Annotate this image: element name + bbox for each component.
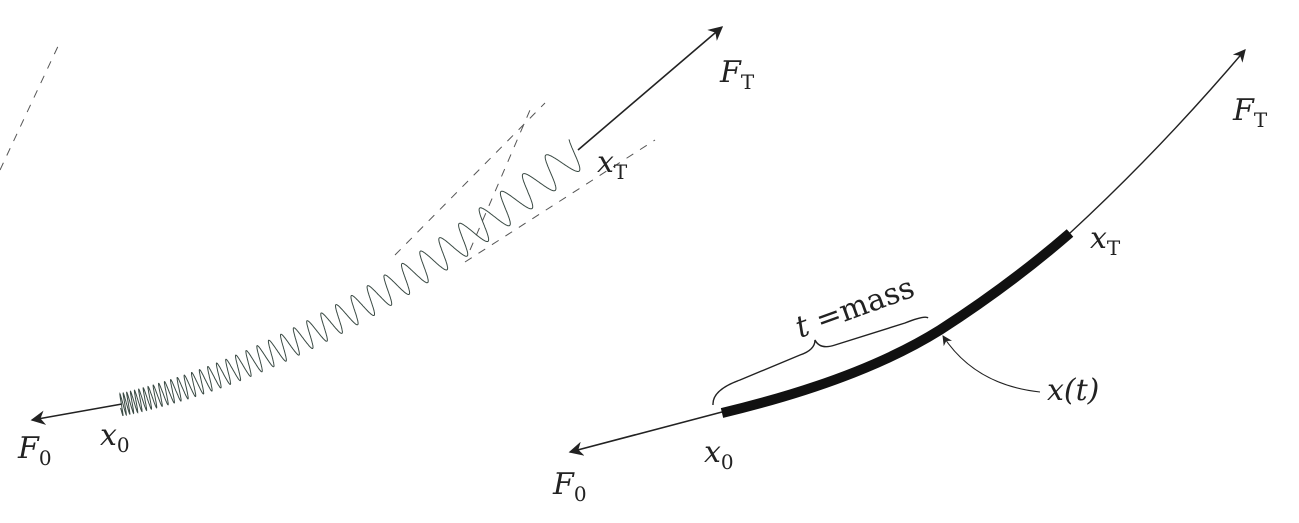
- trajectory-thin: [1069, 49, 1246, 234]
- label-force-start-right: F0: [552, 467, 587, 506]
- label-curve: x(t): [1047, 373, 1099, 408]
- spring-path: [119, 139, 581, 417]
- brace: [712, 316, 929, 406]
- trajectory-thick-taper: [938, 231, 1072, 332]
- left-diagram: FT xT F0 x0: [0, 26, 755, 470]
- label-point-start-right: x0: [704, 435, 734, 474]
- label-force-end: FT: [719, 55, 755, 94]
- trajectory-thick: [720, 229, 1074, 418]
- label-point-start: x0: [100, 418, 130, 457]
- ghost-dashed-lines: [0, 41, 656, 263]
- label-force-start: F0: [17, 431, 52, 470]
- force-end-arrow: [577, 26, 724, 151]
- brace-label: t =mass: [791, 270, 919, 345]
- label-force-end-right: FT: [1232, 93, 1268, 132]
- right-diagram: t =mass x(t) FT xT x0 F0: [552, 49, 1268, 506]
- label-point-end-right: xT: [1090, 221, 1121, 260]
- curve-pointer-arrow: [942, 335, 1041, 393]
- label-point-end: xT: [597, 145, 628, 184]
- force-start-arrow: [30, 403, 123, 425]
- force-start-arrow-right: [568, 411, 723, 456]
